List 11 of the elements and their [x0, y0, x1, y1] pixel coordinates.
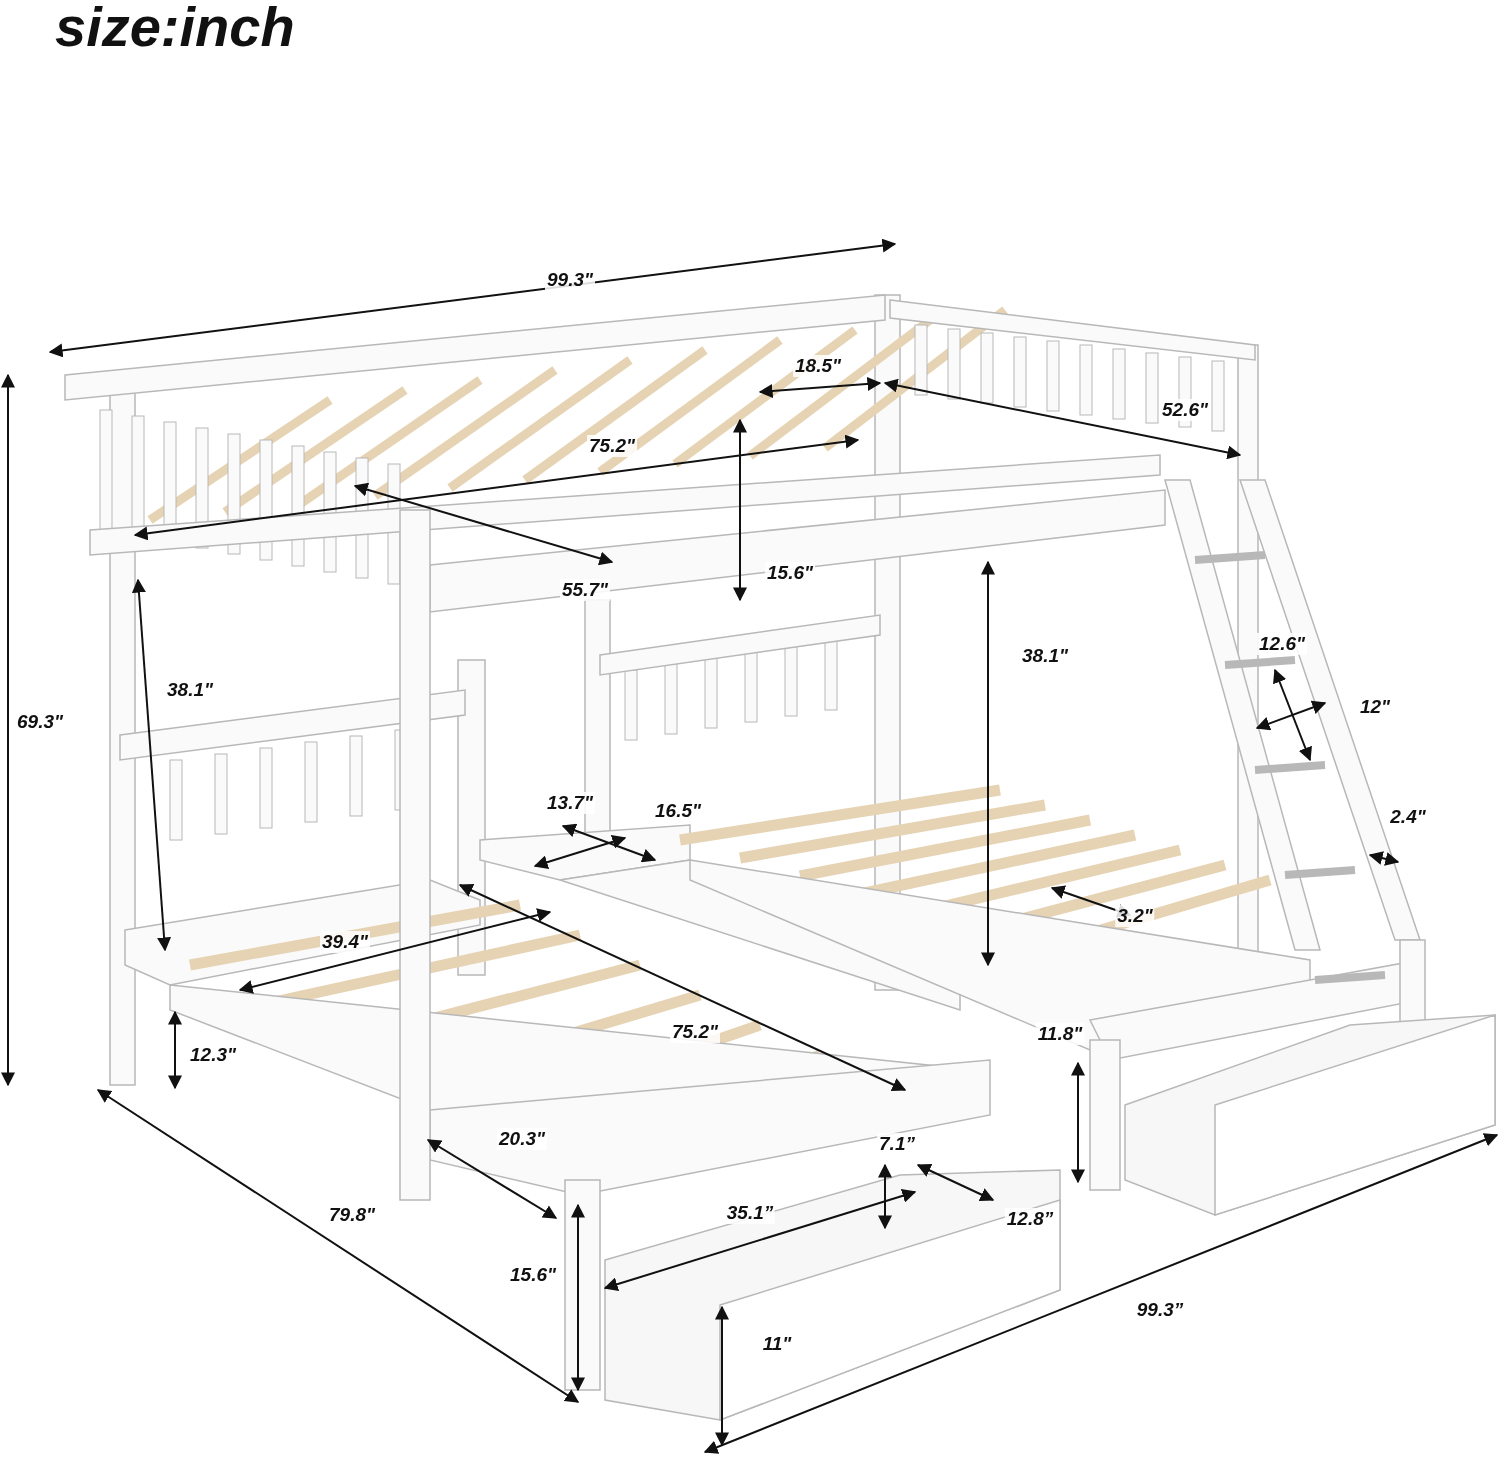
- dimension-label: 39.4": [320, 931, 370, 953]
- dimension-label: 75.2": [587, 435, 637, 457]
- dimension-label: 12.6": [1257, 633, 1307, 655]
- dimension-label: 55.7": [560, 579, 610, 601]
- title: size:inch: [55, 0, 295, 59]
- dimension-label: 13.7": [545, 792, 595, 814]
- dimension-label: 18.5": [793, 355, 843, 377]
- dimension-label: 52.6": [1160, 399, 1210, 421]
- dimension-label: 3.2": [1115, 905, 1155, 927]
- dimension-label: 20.3": [497, 1128, 547, 1150]
- dimension-label: 11.8": [1035, 1023, 1085, 1045]
